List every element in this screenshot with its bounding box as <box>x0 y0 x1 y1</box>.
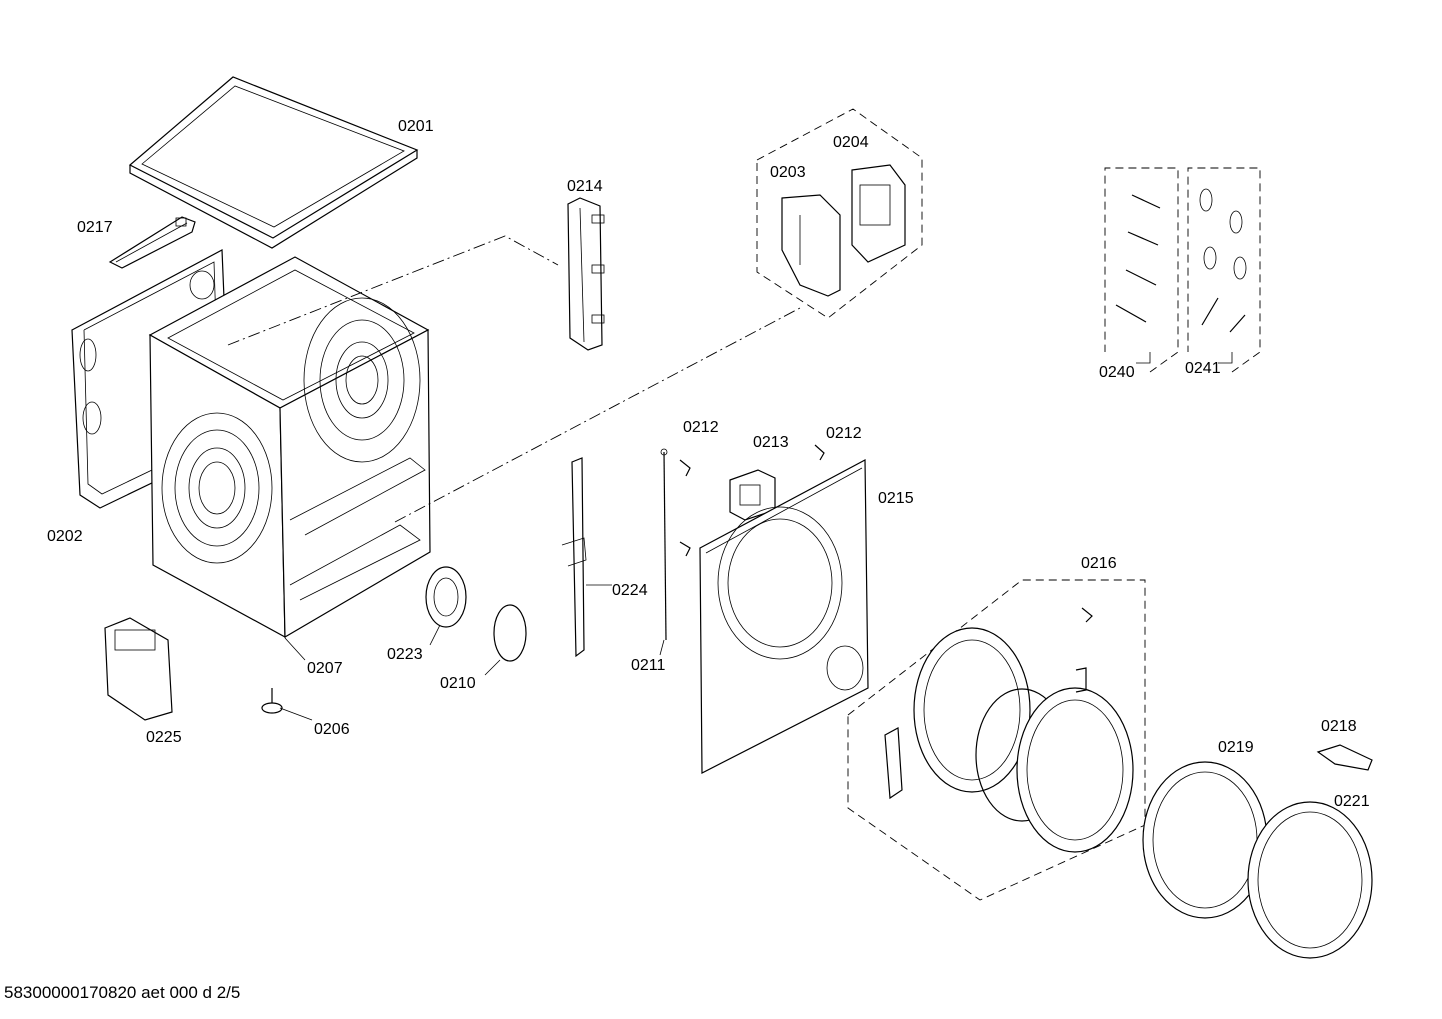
part-0219-ring <box>1142 761 1268 919</box>
parts-center-small <box>425 448 668 662</box>
label-0212-a: 0212 <box>683 419 719 436</box>
part-0216-door-group <box>847 579 1146 901</box>
reference-lines <box>227 235 801 523</box>
label-0203: 0203 <box>770 164 806 181</box>
part-0207-cabinet <box>148 256 431 639</box>
part-0215-front-panel <box>699 459 869 774</box>
document-code: 58300000170820 aet 000 d 2/5 <box>4 983 240 1002</box>
label-0201: 0201 <box>398 118 434 135</box>
label-0206: 0206 <box>314 721 350 738</box>
label-0204: 0204 <box>833 134 869 151</box>
label-0215: 0215 <box>878 490 914 507</box>
part-0218-hinge-cover <box>1316 744 1373 771</box>
part-labels: 0201 0202 0203 0204 0206 0207 0210 0211 … <box>47 118 1370 810</box>
label-0207: 0207 <box>307 660 343 677</box>
label-0225: 0225 <box>146 729 182 746</box>
parts-clips-module <box>679 444 825 557</box>
label-0211: 0211 <box>631 657 666 674</box>
part-0214-rail <box>567 197 605 351</box>
part-0201-top-cover <box>128 76 419 249</box>
label-0214: 0214 <box>567 178 603 195</box>
label-0223: 0223 <box>387 646 423 663</box>
label-0221: 0221 <box>1334 793 1370 810</box>
part-0221-ring <box>1247 801 1373 959</box>
part-0240-0241-hardware <box>1104 167 1261 373</box>
part-0206-foot <box>261 688 283 714</box>
label-0217: 0217 <box>77 219 113 236</box>
leader-lines <box>279 352 1233 721</box>
part-0203-0204-group <box>756 108 923 319</box>
part-0217-bracket <box>108 216 196 269</box>
label-0202: 0202 <box>47 528 83 545</box>
label-0213: 0213 <box>753 434 789 451</box>
label-0216: 0216 <box>1081 555 1117 572</box>
label-0224: 0224 <box>612 582 648 599</box>
part-0225-module <box>104 617 173 721</box>
label-0212-b: 0212 <box>826 425 862 442</box>
label-0219: 0219 <box>1218 739 1254 756</box>
label-0218: 0218 <box>1321 718 1357 735</box>
label-0241: 0241 <box>1185 360 1221 377</box>
label-0210: 0210 <box>440 675 476 692</box>
label-0240: 0240 <box>1099 364 1135 381</box>
